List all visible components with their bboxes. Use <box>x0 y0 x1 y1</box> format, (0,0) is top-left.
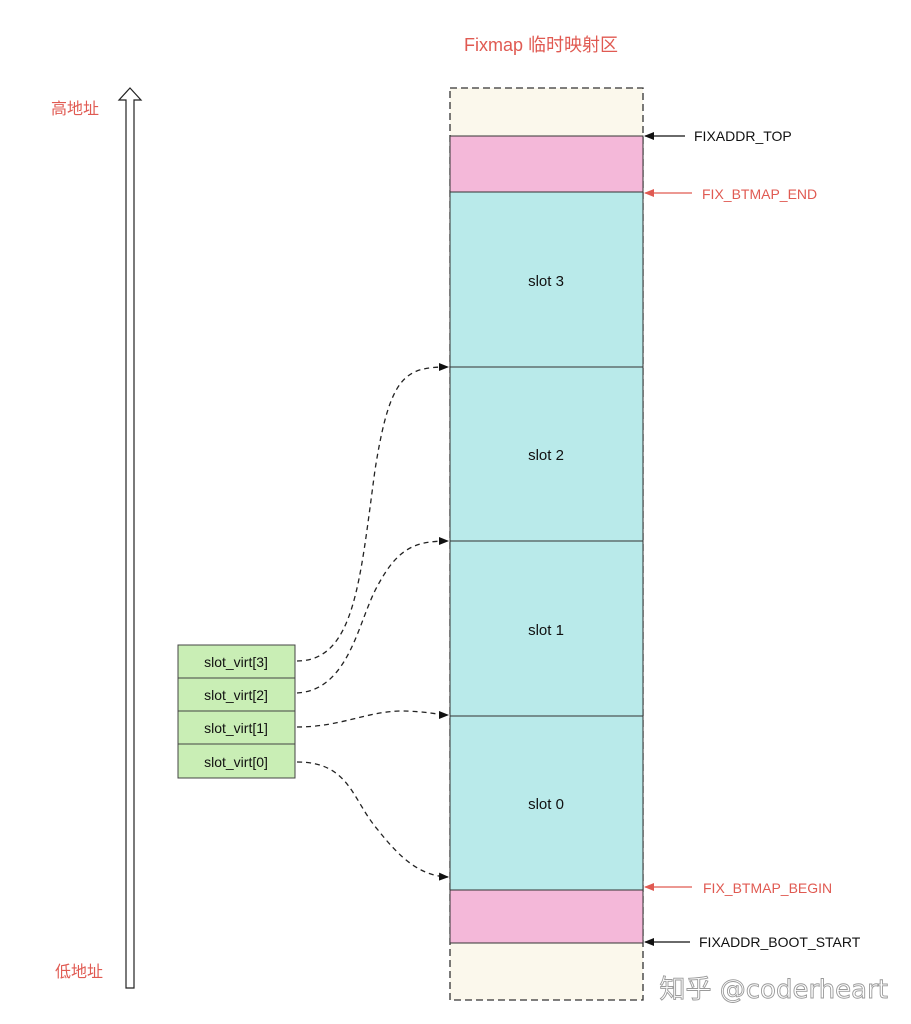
slot-0-block <box>449 715 644 891</box>
slot-virt-0-connector <box>296 761 449 881</box>
watermark: 知乎 @coderheart <box>660 975 889 1005</box>
slot-virt-0-label: slot_virt[0] <box>204 754 268 770</box>
diagram-title: Fixmap 临时映射区 <box>464 35 618 55</box>
slot-virt-0-cell <box>177 743 296 779</box>
slot-virt-1-connector <box>296 710 449 728</box>
fixmap-region: slot 3 slot 2 slot 1 slot 0 <box>449 87 644 1001</box>
boundary-markers: FIXADDR_TOP FIX_BTMAP_END FIX_BTMAP_BEGI… <box>644 128 861 950</box>
reserved-bottom-block <box>449 889 644 944</box>
slot-2-label: slot 2 <box>528 447 564 464</box>
address-up-arrow <box>117 87 143 989</box>
slot-virt-3-label: slot_virt[3] <box>204 654 268 670</box>
slot-virt-1-cell <box>177 710 296 745</box>
slot-virt-3-cell <box>177 644 296 679</box>
slot-virt-3-connector <box>296 363 449 662</box>
high-address-label: 高地址 <box>51 100 99 118</box>
slot-virt-2-label: slot_virt[2] <box>204 687 268 703</box>
slot-virt-2-connector <box>296 537 449 694</box>
slot-1-block <box>449 540 644 717</box>
pointer-connectors <box>296 363 449 881</box>
slot-3-block <box>449 191 644 368</box>
slot-virt-1-label: slot_virt[1] <box>204 720 268 736</box>
fix-btmap-end-label: FIX_BTMAP_END <box>702 186 817 202</box>
slot-0-label: slot 0 <box>528 796 564 813</box>
slot-1-label: slot 1 <box>528 622 564 639</box>
low-address-label: 低地址 <box>55 963 103 981</box>
address-axis: 高地址 低地址 <box>51 87 143 989</box>
fix-btmap-begin-label: FIX_BTMAP_BEGIN <box>703 880 832 896</box>
slot-virt-array: slot_virt[3] slot_virt[2] slot_virt[1] s… <box>177 644 296 779</box>
reserved-top-block <box>449 135 644 193</box>
slot-3-label: slot 3 <box>528 273 564 290</box>
slot-virt-2-cell <box>177 677 296 712</box>
fixaddr-boot-start-label: FIXADDR_BOOT_START <box>699 934 861 950</box>
fixaddr-top-label: FIXADDR_TOP <box>694 128 792 144</box>
